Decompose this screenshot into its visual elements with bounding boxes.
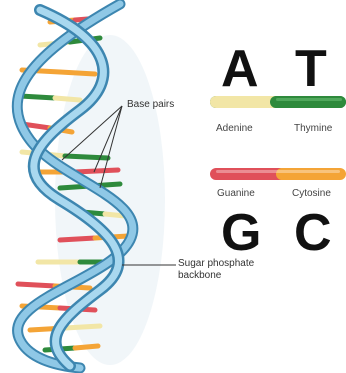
guanine-cytosine-shine bbox=[216, 170, 340, 173]
adenine-label: Adenine bbox=[216, 123, 253, 134]
base-pairs-label: Base pairs bbox=[127, 99, 174, 111]
base-pair-rung bbox=[75, 170, 118, 172]
cytosine-bar bbox=[276, 168, 346, 180]
base-pair-rung bbox=[55, 98, 80, 100]
base-pair-rung bbox=[75, 346, 98, 348]
letter-t: T bbox=[295, 43, 327, 95]
guanine-label: Guanine bbox=[217, 188, 255, 199]
cytosine-label: Cytosine bbox=[292, 188, 331, 199]
backbone-label-line1: Sugar phosphate bbox=[178, 258, 254, 270]
base-pair-rung bbox=[60, 238, 95, 240]
backbone-label-line2: backbone bbox=[178, 270, 254, 282]
guanine-bar bbox=[210, 168, 286, 180]
letter-c: C bbox=[294, 207, 332, 259]
base-legend-bars bbox=[210, 96, 346, 180]
letter-a: A bbox=[221, 43, 259, 95]
thymine-label: Thymine bbox=[294, 123, 332, 134]
base-pair-rung bbox=[20, 96, 55, 98]
base-pair-rung bbox=[65, 156, 108, 158]
thymine-bar-shine bbox=[276, 98, 342, 101]
backbone-label: Sugar phosphate backbone bbox=[178, 258, 254, 282]
base-pair-rung bbox=[60, 72, 95, 74]
letter-g: G bbox=[221, 207, 261, 259]
base-pair-rung bbox=[65, 326, 100, 328]
base-pair-rung bbox=[18, 284, 55, 286]
